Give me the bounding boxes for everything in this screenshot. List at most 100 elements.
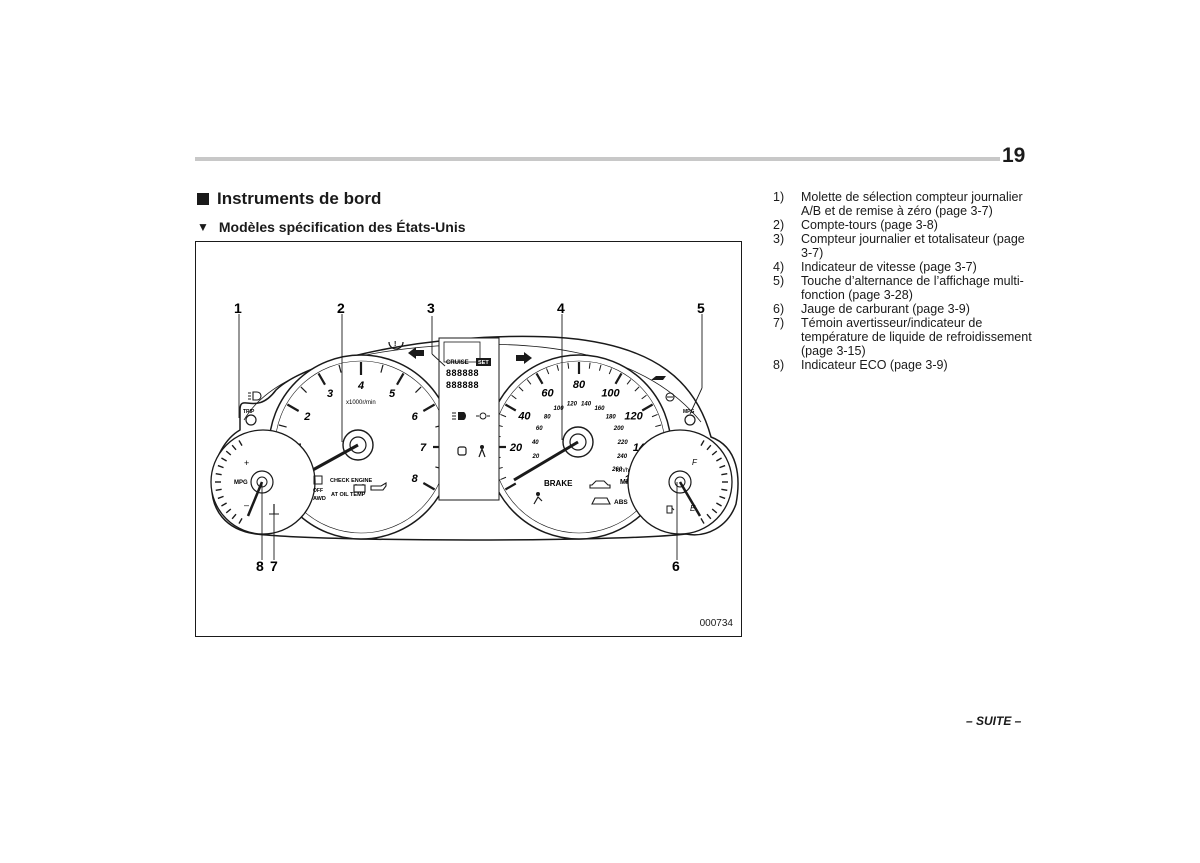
turn-left-icon xyxy=(408,347,424,359)
speedo-kmh-tick-label: 260 xyxy=(611,467,623,473)
legend-item: 4)Indicateur de vitesse (page 3-7) xyxy=(773,260,1035,274)
lcd-odo-digits: 888888 xyxy=(446,380,479,390)
legend-item-number: 8) xyxy=(773,358,785,372)
fuel-empty-label: E xyxy=(690,504,696,513)
brake-label: BRAKE xyxy=(544,479,573,488)
legend-item: 8)Indicateur ECO (page 3-9) xyxy=(773,358,1035,372)
speedo-kmh-tick-label: 20 xyxy=(532,454,540,460)
speedo-mph-tick-label: 40 xyxy=(517,410,531,422)
legend-list: 1)Molette de sélection compteur journali… xyxy=(773,190,1035,372)
speedo-kmh-tick-label: 60 xyxy=(536,426,543,432)
vdc-off-icon: OFF xyxy=(313,475,323,494)
tpms-icon: ! xyxy=(388,341,404,350)
legend-item: 3)Compteur journalier et totalisateur (p… xyxy=(773,232,1035,260)
speedo-kmh-tick-label: 120 xyxy=(567,402,578,408)
legend-item-text: Jauge de carburant (page 3-9) xyxy=(801,302,970,316)
eco-tick xyxy=(215,488,222,492)
speedo-tick xyxy=(535,372,544,385)
callout-leaders xyxy=(238,314,703,560)
trip-knob-label: TRIP xyxy=(243,409,255,415)
legend-item-number: 5) xyxy=(773,274,785,288)
eco-mpg-label: MPG xyxy=(234,480,248,486)
tacho-tick xyxy=(338,364,342,373)
speedo-tick xyxy=(556,364,560,371)
fuel-tick xyxy=(721,472,728,476)
lcd-trip-digits: 888888 xyxy=(446,368,479,378)
speedo-kmh-tick-label: 80 xyxy=(544,415,551,421)
tacho-tick xyxy=(300,386,307,393)
eco-needle xyxy=(246,481,264,517)
legend-item-number: 1) xyxy=(773,190,785,204)
legend-item-text: Témoin avertisseur/indicateur de tempéra… xyxy=(801,316,1032,358)
eco-minus-label: – xyxy=(244,500,249,510)
eco-tick xyxy=(217,464,224,469)
speedo-tick xyxy=(626,379,632,385)
eco-tick xyxy=(225,508,232,514)
speedo-tick xyxy=(598,364,602,371)
mpg-knob[interactable]: MPG xyxy=(683,409,696,426)
fuel-tick xyxy=(706,513,712,520)
legend-item: 5)Touche d’alternance de l’affichage mul… xyxy=(773,274,1035,302)
security-icon xyxy=(665,392,675,402)
speedo-tick xyxy=(511,394,517,400)
check-engine-label: CHECK ENGINE xyxy=(330,478,373,484)
eco-tick xyxy=(231,444,237,451)
trip-knob[interactable]: TRIP xyxy=(243,409,257,426)
speedo-tick xyxy=(500,414,507,418)
eco-tick xyxy=(231,513,237,520)
legend-item: 1)Molette de sélection compteur journali… xyxy=(773,190,1035,218)
callout-4: 4 xyxy=(557,300,565,316)
subsection-title: ▼ Modèles spécification des États-Unis xyxy=(197,219,466,235)
tacho-tick xyxy=(422,482,436,491)
speedo-mph-tick-label: 20 xyxy=(509,442,523,454)
oil-can-icon xyxy=(370,482,387,491)
headlight-icon xyxy=(452,412,466,420)
fuel-tick xyxy=(706,444,712,451)
speedo-tick xyxy=(526,379,532,385)
section-bullet-icon xyxy=(197,193,209,205)
speedo-tick xyxy=(588,362,591,369)
speedo-tick xyxy=(567,362,570,369)
legend-item-number: 4) xyxy=(773,260,785,274)
lcd-cruise-label: CRUISE xyxy=(446,360,469,366)
speedo-tick xyxy=(614,372,623,385)
speedo-tick xyxy=(500,476,507,480)
speedo-tick xyxy=(504,482,517,491)
speedo-kmh-tick-label: 200 xyxy=(613,426,625,432)
legend-item: 6) Jauge de carburant (page 3-9) xyxy=(773,302,1035,316)
speedo-tick xyxy=(608,368,612,375)
tacho-tick xyxy=(278,424,287,428)
turn-right-icon xyxy=(516,352,532,364)
fuel-tick xyxy=(711,508,718,514)
abs-label: ABS xyxy=(614,499,628,506)
airbag-icon xyxy=(533,492,543,505)
car-icon xyxy=(589,480,611,489)
eco-tick xyxy=(221,502,227,507)
legend-item-number: 6) xyxy=(773,302,785,316)
tacho-tick-label: 2 xyxy=(303,411,310,423)
speedo-tick xyxy=(641,403,654,412)
awd-label: AWD xyxy=(313,496,326,502)
off-label: OFF xyxy=(313,488,323,494)
callout-5: 5 xyxy=(697,300,705,316)
speedo-km-label: km/h xyxy=(616,468,629,474)
callout-3: 3 xyxy=(427,300,435,316)
section-title: Instruments de bord xyxy=(197,189,381,209)
speedo-tick xyxy=(634,386,640,392)
tacho-unit-label: x1000r/min xyxy=(346,400,376,406)
footer-continued: – SUITE – xyxy=(966,714,1022,728)
eco-tick xyxy=(225,450,232,456)
legend-item-text: Compte-tours (page 3-8) xyxy=(801,218,938,232)
speedo-tick xyxy=(655,424,662,428)
tacho-tick xyxy=(286,403,300,412)
speedo-mph-tick-label: 100 xyxy=(601,387,620,399)
tacho-tick-label: 4 xyxy=(357,380,364,392)
low-tire-icon xyxy=(591,497,611,505)
fuel-tick xyxy=(711,450,718,456)
fuel-full-label: F xyxy=(692,458,698,467)
fuel-pump-icon xyxy=(666,505,675,514)
fuel-gauge: F E xyxy=(627,429,733,535)
tacho-tick-label: 8 xyxy=(412,473,419,485)
speedo-mph-tick-label: 60 xyxy=(541,387,554,399)
